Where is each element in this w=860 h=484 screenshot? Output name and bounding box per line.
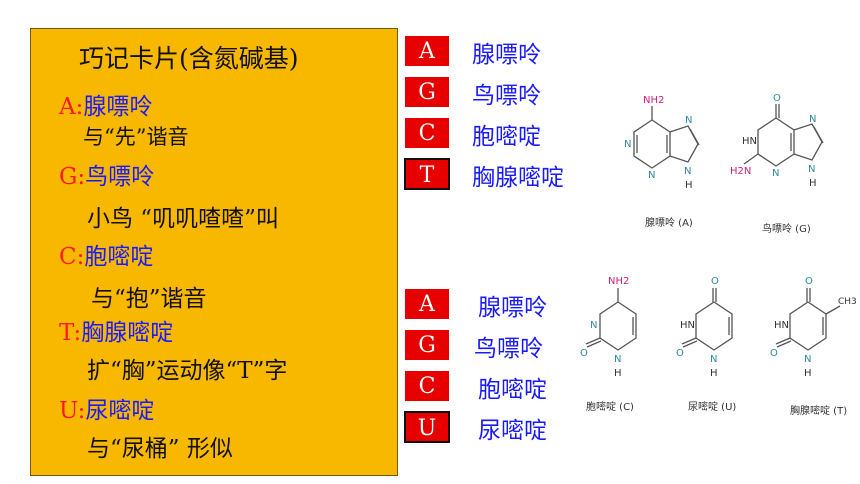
thymine-structure: O HN CH3 O N H [770, 276, 857, 379]
o-label: O [580, 348, 588, 359]
n-label: N [624, 139, 631, 150]
dna-base-code-g: G [404, 76, 450, 108]
dna-base-name-c: 胞嘧啶 [472, 124, 541, 150]
card-item-name: 腺嘌呤 [83, 94, 153, 120]
thymine-caption: 胸腺嘧啶 (T) [790, 406, 848, 417]
card-item-u: U:尿嘧啶 [59, 391, 154, 425]
cytosine-caption: 胞嘧啶 (C) [586, 402, 634, 413]
o-label: O [676, 348, 684, 359]
card-item-name: 尿嘧啶 [85, 398, 155, 424]
n-label: N [685, 115, 692, 126]
card-item-letter: T: [59, 320, 82, 346]
n-label: N [614, 354, 621, 365]
n-label: N [772, 168, 779, 179]
n-label: N [804, 354, 811, 365]
hn-label: HN [680, 320, 695, 331]
n-label: N [809, 114, 816, 125]
n-label: N [808, 164, 815, 175]
memory-card: 巧记卡片(含氮碱基) A:腺嘌呤 与“先”谐音 G:鸟嘌呤 小鸟 “叽叽喳喳”叫… [30, 28, 398, 476]
card-item-g: G:鸟嘌呤 [59, 157, 154, 191]
adenine-structure: NH2 N N N N H [624, 95, 700, 191]
o-label: O [773, 93, 781, 104]
hn-label: HN [774, 320, 789, 331]
card-item-a: A:腺嘌呤 [59, 87, 152, 121]
card-item-letter: U: [59, 398, 86, 424]
rna-base-name-g: 鸟嘌呤 [474, 336, 543, 362]
card-item-letter: A: [59, 94, 84, 120]
amine-label: NH2 [643, 95, 664, 106]
h-label: H [809, 178, 817, 189]
dna-base-name-t: 胸腺嘧啶 [472, 165, 564, 191]
rna-base-name-a: 腺嘌呤 [478, 295, 547, 321]
h-label: H [614, 368, 622, 379]
uracil-structure: O HN O N H [676, 276, 733, 379]
rna-base-code-g: G [404, 329, 450, 361]
guanine-caption: 鸟嘌呤 (G) [762, 224, 811, 235]
card-item-letter: G: [59, 164, 86, 190]
card-item-note: 小鸟 “叽叽喳喳”叫 [87, 206, 279, 232]
h-label: H [710, 368, 718, 379]
card-item-note: 扩“胸”运动像“T”字 [87, 358, 288, 384]
card-title: 巧记卡片(含氮碱基) [79, 44, 299, 73]
dna-base-code-c: C [404, 117, 450, 149]
card-item-note: 与“先”谐音 [83, 125, 189, 149]
card-item-name: 胸腺嘧啶 [81, 320, 174, 346]
dna-base-name-g: 鸟嘌呤 [472, 83, 541, 109]
methyl-label: CH3 [838, 297, 857, 307]
h-label: H [804, 368, 812, 379]
card-item-name: 鸟嘌呤 [85, 164, 155, 190]
o-label: O [770, 348, 778, 359]
amine-label: NH2 [608, 276, 629, 287]
n-label: N [710, 354, 717, 365]
n-label: N [590, 320, 597, 331]
adenine-caption: 腺嘌呤 (A) [645, 218, 693, 229]
dna-base-name-a: 腺嘌呤 [472, 42, 541, 68]
card-item-note: 与“尿桶” 形似 [87, 436, 233, 462]
rna-base-code-a: A [404, 288, 450, 320]
guanine-structure: O HN H2N N N N H [730, 93, 824, 189]
card-item-t: T:胸腺嘧啶 [59, 313, 173, 347]
cytosine-structure: NH2 N O N H [580, 276, 637, 379]
hn-label: HN [742, 136, 757, 147]
dna-base-code-t: T [404, 158, 450, 190]
card-item-note: 与“抱”谐音 [91, 286, 207, 312]
dna-base-code-a: A [404, 35, 450, 67]
rna-base-name-c: 胞嘧啶 [478, 377, 547, 403]
rna-base-code-c: C [404, 370, 450, 402]
o-label: O [711, 276, 719, 287]
amine-label: H2N [730, 166, 751, 177]
n-label: N [684, 166, 691, 177]
n-label: N [648, 170, 655, 181]
rna-base-code-u: U [404, 411, 450, 443]
card-item-name: 胞嘧啶 [84, 244, 154, 270]
card-item-c: C:胞嘧啶 [59, 237, 153, 271]
card-item-letter: C: [59, 244, 85, 270]
rna-base-name-u: 尿嘧啶 [478, 418, 547, 444]
uracil-caption: 尿嘧啶 (U) [688, 402, 737, 413]
o-label: O [805, 276, 813, 287]
h-label: H [685, 180, 693, 191]
